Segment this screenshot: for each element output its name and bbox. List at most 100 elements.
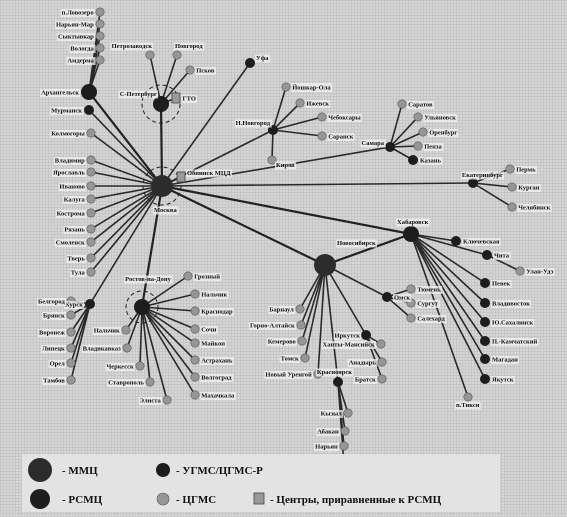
node-krasnodar xyxy=(190,306,200,316)
label-background xyxy=(321,341,377,349)
label-background xyxy=(336,239,377,248)
edge-spb-novgorod xyxy=(160,54,178,105)
node-kyzyl xyxy=(343,408,353,418)
label-background xyxy=(428,129,459,137)
label-background xyxy=(181,95,197,103)
node-salekhard xyxy=(406,313,416,323)
node-kazan xyxy=(408,155,418,165)
label-obninsk: Обнинск МЦД xyxy=(187,170,231,177)
edge-samara-ulyanovsk xyxy=(389,116,419,148)
label-moscow_mmc: Москва xyxy=(154,207,177,214)
label-grozny: Грозный xyxy=(194,274,220,281)
label-novyi_urengoy: Новый Уренгой xyxy=(265,372,312,379)
label-background xyxy=(291,83,333,92)
label-background xyxy=(66,255,87,263)
label-background xyxy=(491,319,535,327)
node-amderma xyxy=(95,55,105,65)
label-vladivostok: Владивосток xyxy=(492,301,530,308)
label-amderma: Амдерма xyxy=(67,58,94,65)
label-lovozero: п.Ловозеро xyxy=(62,10,94,17)
edge-moscow_mmc-kostroma xyxy=(90,185,163,214)
node-p_kamchatsky xyxy=(480,336,490,346)
label-vladimir: Владимир xyxy=(55,158,85,165)
node-arkhangelsk xyxy=(81,84,97,100)
label-background xyxy=(63,226,87,234)
edge-rostov-sochi xyxy=(141,306,196,330)
nodes-layer xyxy=(66,7,525,470)
edge-novosibirsk-khabarovsk xyxy=(324,232,412,267)
label-tambov: Тамбов xyxy=(43,378,65,385)
edge-rostov-makhachkala xyxy=(141,306,196,396)
edge-omsk-salekhard xyxy=(386,296,412,319)
node-ryazan xyxy=(86,224,96,234)
label-makhachkala: Махачкала xyxy=(201,393,235,400)
label-nalchik: Нальчик xyxy=(94,328,120,335)
label-background xyxy=(153,206,179,215)
label-yu_sakhalinsk: Ю.Сахалинск xyxy=(492,320,533,327)
node-anadyr xyxy=(377,357,387,367)
label-background xyxy=(305,100,331,108)
label-background xyxy=(200,357,234,365)
label-spb: С-Петербург xyxy=(120,91,157,98)
node-bratsk xyxy=(377,374,387,384)
label-background xyxy=(515,166,538,174)
edge-krasnoyarsk-kyzyl xyxy=(337,381,349,414)
node-syktyvkar xyxy=(95,31,105,41)
label-irkutsk: Иркутск xyxy=(335,333,361,340)
node-murmansk xyxy=(84,105,94,115)
node-tambov xyxy=(66,375,76,385)
edge-rostov-maykop xyxy=(141,306,196,344)
node-yaroslavl xyxy=(86,167,96,177)
node-ekaterinburg xyxy=(468,178,478,188)
label-abakan: Абакан xyxy=(317,429,339,436)
node-irkutsk xyxy=(361,330,371,340)
ring-spb xyxy=(141,84,181,124)
legend-square-symbol xyxy=(253,492,265,505)
edge-moscow_mmc-yaroslavl xyxy=(90,171,163,187)
edge-nnovgorod-cheboksary xyxy=(272,116,323,131)
edge-khabarovsk-yakutsk xyxy=(410,233,486,380)
node-orenburg xyxy=(418,127,428,137)
label-background xyxy=(51,169,87,177)
node-orel xyxy=(66,358,76,368)
label-orel: Орел xyxy=(50,361,66,368)
label-background xyxy=(455,401,481,410)
label-novgorod: Новгород xyxy=(175,43,203,50)
edge-moscow_mmc-smolensk xyxy=(90,185,163,243)
node-bryansk xyxy=(66,310,76,320)
label-ulyanovsk: Ульяновск xyxy=(424,115,456,122)
node-saransk xyxy=(317,131,327,141)
node-maykop xyxy=(190,338,200,348)
edge-moscow_mmc-kaluga xyxy=(90,185,163,200)
label-background xyxy=(462,238,502,246)
label-lipetsk: Липецк xyxy=(42,346,65,353)
label-background xyxy=(200,326,218,334)
label-background xyxy=(416,315,447,323)
edge-novosibirsk-krasnoyarsk xyxy=(324,264,339,383)
label-background xyxy=(347,359,378,367)
edge-khabarovsk-chita xyxy=(410,233,488,256)
label-background xyxy=(407,101,435,109)
edge-novosibirsk-kemerovo xyxy=(301,264,326,342)
node-pskov xyxy=(185,65,195,75)
label-background xyxy=(174,42,205,51)
edge-krasnoyarsk-tura xyxy=(337,381,345,466)
label-pskov: Псков xyxy=(196,68,215,75)
node-novgorod xyxy=(172,50,182,60)
edge-moscow_mmc-murmansk xyxy=(88,109,163,187)
label-nalchik_top: Нальчик xyxy=(201,292,227,299)
legend-square-label: - Центры, приравненные к РСМЦ xyxy=(270,494,442,506)
legend-rsmc-label: - РСМЦ xyxy=(62,494,103,506)
node-novosibirsk xyxy=(314,254,336,276)
node-spb xyxy=(153,96,169,112)
label-penza: Пенза xyxy=(424,144,442,151)
label-background xyxy=(195,67,216,75)
node-izhevsk xyxy=(295,98,305,108)
label-background xyxy=(517,184,541,192)
label-background xyxy=(42,377,67,385)
label-ufa: Уфа xyxy=(256,55,269,62)
label-background xyxy=(234,119,272,128)
label-p_kamchatsky: П.-Камчатский xyxy=(492,339,538,346)
